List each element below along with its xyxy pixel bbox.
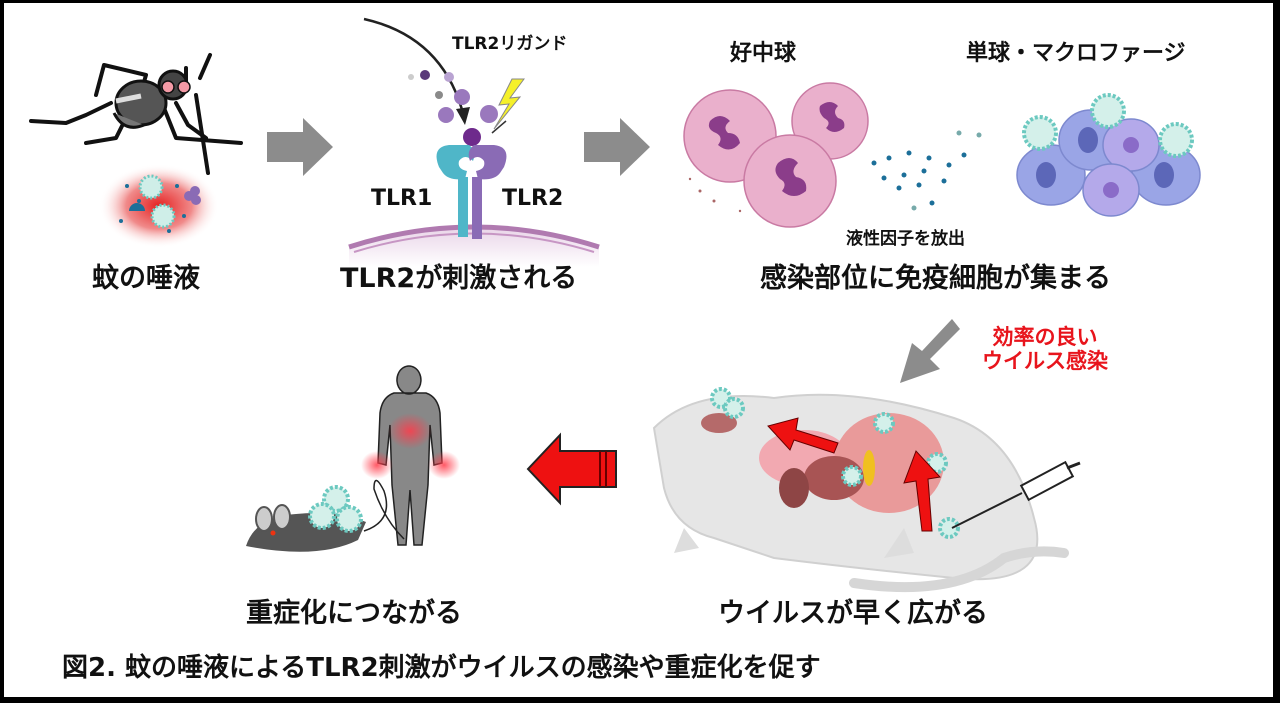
neutrophil-label: 好中球 <box>730 41 797 66</box>
figure-caption: 図2. 蚊の唾液によるTLR2刺激がウイルスの感染や重症化を促す <box>62 653 821 683</box>
efficient-infection-line-2: ウイルス感染 <box>982 349 1108 374</box>
flow-arrow-icon <box>584 118 650 176</box>
step-label-mosquito-saliva: 蚊の唾液 <box>92 263 200 294</box>
saliva-injection-icon <box>99 164 219 248</box>
step-label-severe-disease: 重症化につながる <box>246 598 462 629</box>
tlr1-label: TLR1 <box>371 186 433 211</box>
figure-frame: 蚊の唾液 TLR2リガン <box>4 3 1273 697</box>
step-label-immune-recruitment: 感染部位に免疫細胞が集まる <box>760 263 1111 294</box>
step-label-virus-spread: ウイルスが早く広がる <box>718 598 988 629</box>
spread-arrow-icon <box>903 450 941 532</box>
diagonal-flow-arrow-icon <box>900 319 960 383</box>
step-label-tlr2-stimulation: TLR2が刺激される <box>340 263 578 294</box>
cytokine-particles <box>871 130 982 211</box>
mosquito-icon <box>29 53 243 175</box>
progression-arrow-icon <box>526 432 617 506</box>
ligand-label: TLR2リガンド <box>452 34 568 54</box>
neutrophil-icon <box>683 82 869 228</box>
flow-arrow-icon <box>267 118 333 176</box>
syringe-icon <box>951 460 1081 529</box>
human-mouse-icon <box>246 365 460 552</box>
macrophage-icon <box>1016 93 1201 217</box>
efficient-infection-label: 効率の良い ウイルス感染 <box>982 325 1108 373</box>
efficient-infection-line-1: 効率の良い <box>992 325 1098 349</box>
receptor-icon <box>348 17 600 267</box>
monocyte-macrophage-label: 単球・マクロファージ <box>966 41 1186 66</box>
release-label: 液性因子を放出 <box>846 229 965 249</box>
tlr2-label: TLR2 <box>502 186 564 211</box>
spread-arrow-icon <box>767 417 839 454</box>
